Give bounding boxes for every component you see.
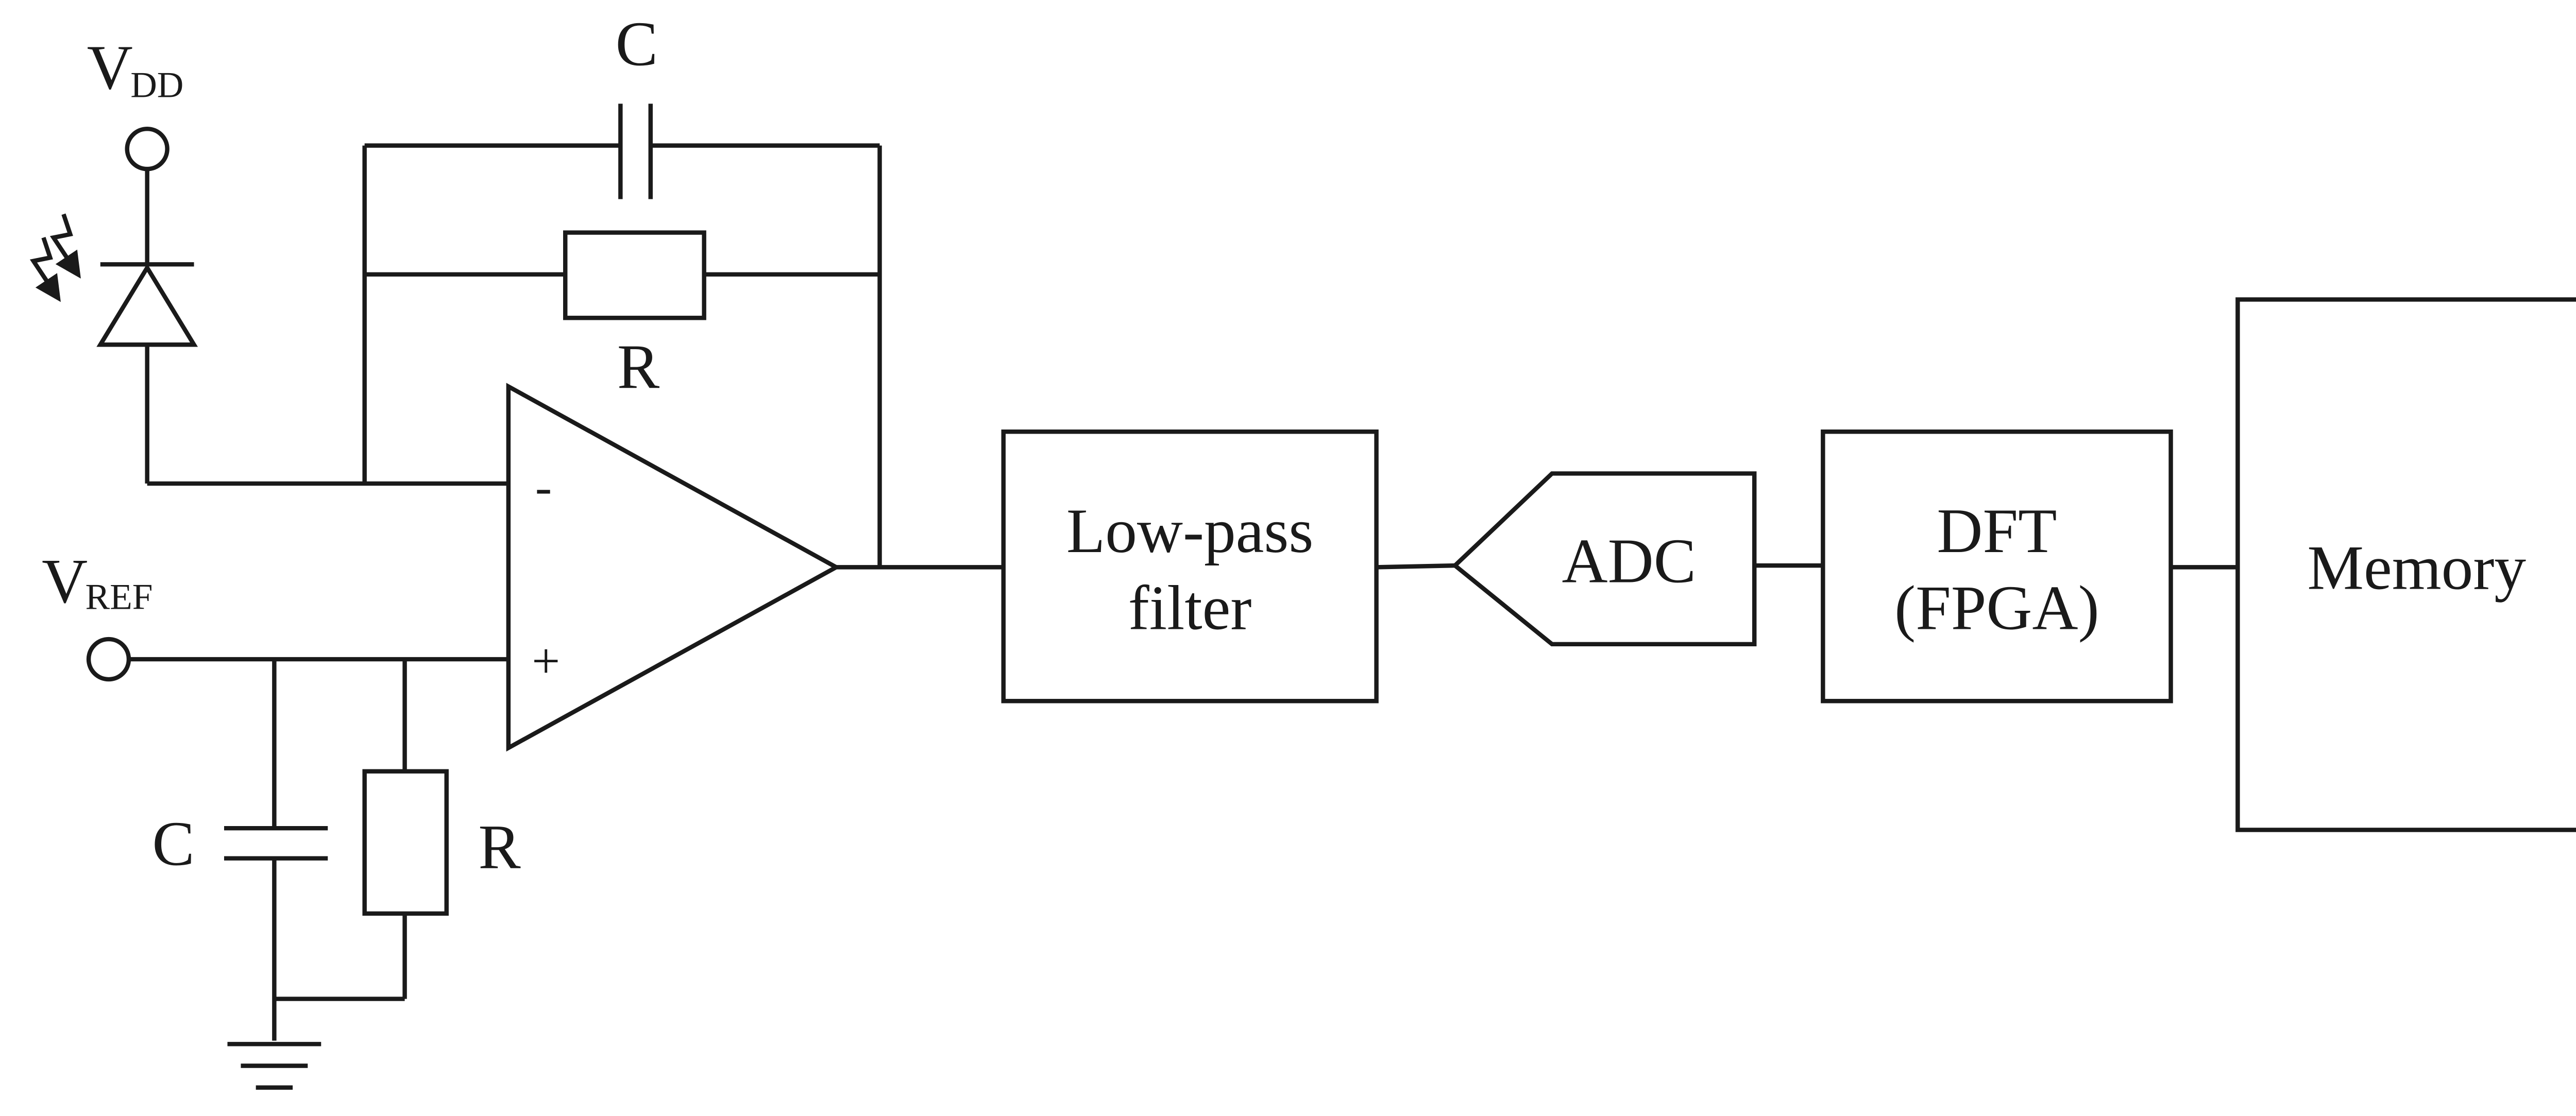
vdd-label-main: V xyxy=(87,32,133,102)
feedback-capacitor-icon xyxy=(618,104,653,199)
lowpass-filter-block xyxy=(1001,429,1379,703)
dft-label-line1: DFT xyxy=(1937,495,2057,566)
dft-fpga-block xyxy=(1821,429,2173,703)
vdd-label-subscript: DD xyxy=(130,64,183,105)
vref-terminal-icon xyxy=(86,637,131,682)
vdd-label: V DD xyxy=(87,32,184,105)
input-resistor-icon xyxy=(362,769,449,916)
vdd-terminal-icon xyxy=(125,126,170,171)
incident-light-arrows-icon xyxy=(29,213,81,302)
vref-label-subscript: REF xyxy=(86,577,153,617)
vref-label: V REF xyxy=(42,546,152,617)
adc-label: ADC xyxy=(1562,526,1696,596)
adc-block xyxy=(1451,471,1757,647)
lowpass-filter-label-line1: Low-pass xyxy=(1066,495,1314,566)
photodiode-icon xyxy=(96,169,198,484)
lowpass-filter-label-line2: filter xyxy=(1128,573,1252,643)
feedback-resistor-label: R xyxy=(617,332,660,402)
memory-label: Memory xyxy=(2307,533,2526,603)
input-capacitor-icon xyxy=(224,826,328,861)
lowpass-to-adc-wire xyxy=(1376,563,1455,570)
feedback-resistor-icon xyxy=(563,230,706,320)
input-resistor-label: R xyxy=(478,812,521,882)
vref-label-main: V xyxy=(42,546,88,616)
memory-block xyxy=(2235,297,2576,832)
opamp-noninverting-sign: + xyxy=(532,633,560,689)
feedback-capacitor-label: C xyxy=(616,9,658,79)
opamp-inverting-sign: - xyxy=(535,459,552,515)
ground-icon xyxy=(227,1042,321,1090)
input-capacitor-label: C xyxy=(152,809,194,879)
opamp-icon xyxy=(506,383,841,752)
dft-label-line2: (FPGA) xyxy=(1894,573,2099,643)
